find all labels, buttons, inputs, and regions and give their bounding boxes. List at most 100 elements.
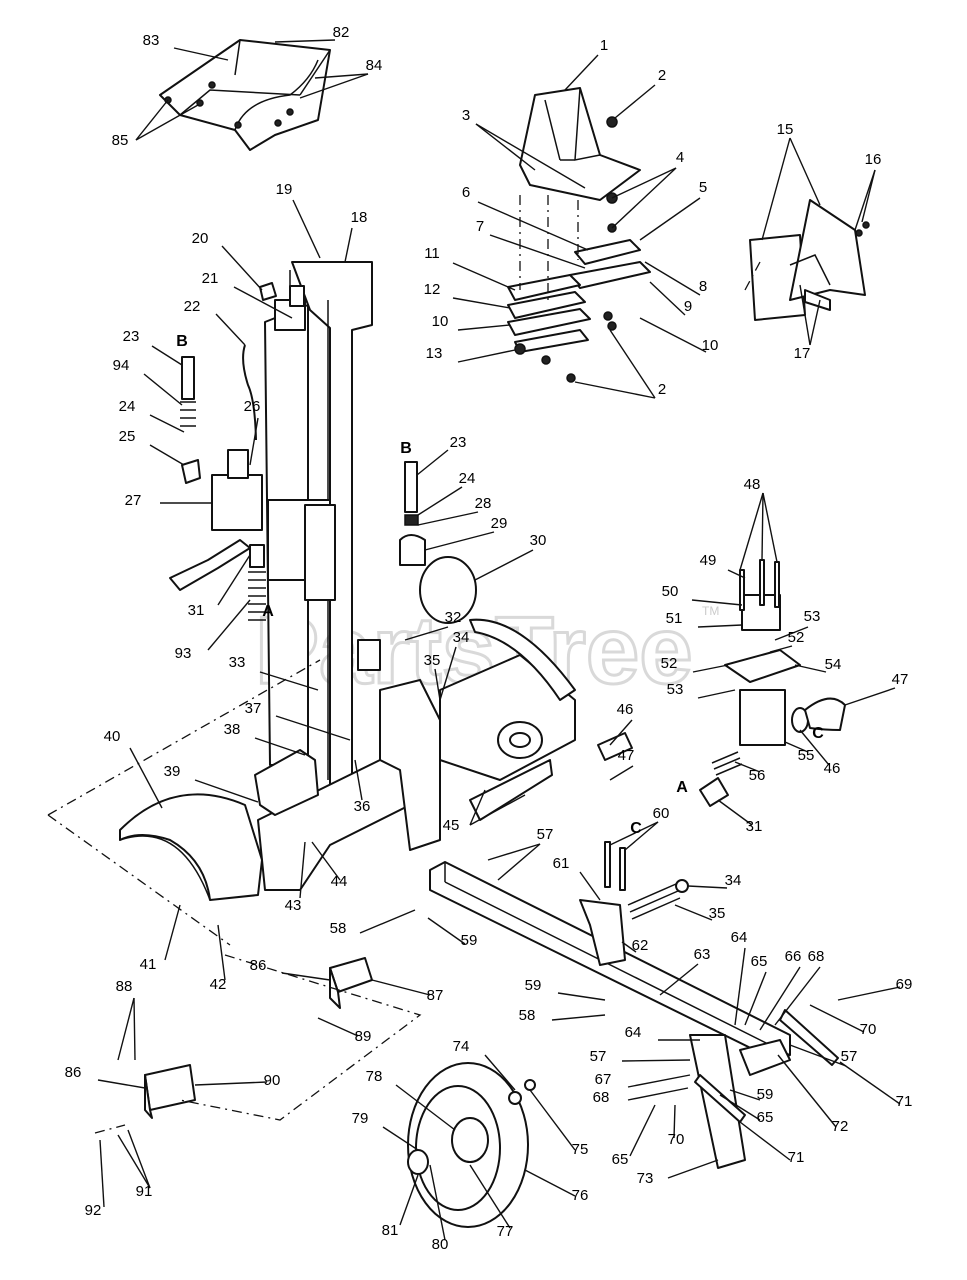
connection-letter-label: A	[262, 603, 274, 620]
part-number-label: 32	[445, 609, 462, 626]
part-number-label: 65	[612, 1151, 629, 1168]
wedge-plates	[507, 192, 651, 383]
part-number-label: 24	[119, 398, 136, 415]
part-number-label: 64	[731, 929, 748, 946]
part-number-label: 74	[453, 1038, 470, 1055]
part-number-label: 35	[424, 652, 441, 669]
connection-letter-label: A	[676, 779, 688, 796]
part-number-label: 11	[424, 245, 440, 262]
part-number-label: 50	[662, 583, 679, 600]
latch-spring	[604, 841, 689, 920]
part-number-label: 58	[330, 920, 347, 937]
part-number-label: 63	[694, 946, 711, 963]
part-number-label: 33	[229, 654, 246, 671]
part-number-label: 65	[751, 953, 768, 970]
part-number-label: 67	[595, 1071, 612, 1088]
part-number-label: 59	[461, 932, 478, 949]
part-number-label: 64	[625, 1024, 642, 1041]
ram-guide	[267, 499, 336, 601]
connection-letter-label: B	[176, 333, 188, 350]
part-number-label: 40	[104, 728, 121, 745]
part-number-label: 91	[136, 1183, 153, 1200]
part-number-label: 16	[865, 151, 882, 168]
part-number-label: 29	[491, 515, 508, 532]
part-number-label: 68	[808, 948, 825, 965]
part-number-label: 57	[841, 1048, 858, 1065]
part-number-label: 60	[653, 805, 670, 822]
part-number-label: 77	[497, 1223, 514, 1240]
part-number-label: 55	[798, 747, 815, 764]
part-number-label: 34	[453, 629, 470, 646]
part-number-label: 54	[825, 656, 842, 673]
part-number-label: 52	[661, 655, 678, 672]
part-number-label: 68	[593, 1089, 610, 1106]
part-number-label: 31	[188, 602, 205, 619]
part-number-label: 76	[572, 1187, 589, 1204]
part-number-label: 90	[264, 1072, 281, 1089]
splitting-wedge	[519, 87, 641, 201]
part-number-label: 27	[125, 492, 142, 509]
part-number-label: 19	[276, 181, 293, 198]
part-number-label: 15	[777, 121, 794, 138]
part-number-label: 8	[699, 278, 707, 295]
part-number-label: 44	[331, 873, 348, 890]
part-number-label: 23	[123, 328, 140, 345]
part-number-label: 86	[250, 957, 267, 974]
part-number-label: 28	[475, 495, 492, 512]
part-number-label: 65	[757, 1109, 774, 1126]
part-number-label: 46	[824, 760, 841, 777]
part-number-label: 62	[632, 937, 649, 954]
part-number-label: 20	[192, 230, 209, 247]
filter-assembly	[399, 461, 477, 624]
hydraulic-hose	[248, 544, 266, 621]
part-number-label: 57	[590, 1048, 607, 1065]
part-number-label: 70	[668, 1131, 685, 1148]
part-number-label: 51	[666, 610, 683, 627]
part-number-label: 10	[432, 313, 449, 330]
part-number-label: 35	[709, 905, 726, 922]
part-number-label: 46	[617, 701, 634, 718]
part-number-label: 23	[450, 434, 467, 451]
part-number-label: 34	[725, 872, 742, 889]
part-number-label: 17	[794, 345, 811, 362]
part-number-label: 43	[285, 897, 302, 914]
part-number-label: 18	[351, 209, 368, 226]
part-number-label: 25	[119, 428, 136, 445]
part-number-label: 41	[140, 956, 157, 973]
part-number-label: 5	[699, 179, 707, 196]
part-number-label: 24	[459, 470, 476, 487]
part-number-label: 87	[427, 987, 444, 1004]
part-number-label: 3	[462, 107, 470, 124]
part-number-label: 59	[757, 1086, 774, 1103]
part-number-label: 61	[553, 855, 570, 872]
connection-letter-label: C	[812, 725, 824, 742]
part-number-label: 2	[658, 67, 666, 84]
part-number-label: 71	[788, 1149, 805, 1166]
part-number-label: 2	[658, 381, 666, 398]
part-number-label: 70	[860, 1021, 877, 1038]
part-number-label: 37	[245, 700, 262, 717]
part-number-label: 57	[537, 826, 554, 843]
part-number-label: 1	[600, 37, 608, 54]
part-number-label: 38	[224, 721, 241, 738]
leader-lines	[97, 39, 901, 1241]
part-number-label: 42	[210, 976, 227, 993]
side-bracket-plates	[749, 199, 870, 321]
part-number-label: 47	[892, 671, 909, 688]
part-number-label: 92	[85, 1202, 102, 1219]
part-number-label: 12	[424, 281, 441, 298]
part-number-label: 36	[354, 798, 371, 815]
tow-tongue	[429, 861, 839, 1169]
part-number-label: 4	[676, 149, 684, 166]
fender	[119, 793, 263, 901]
part-number-label: 30	[530, 532, 547, 549]
part-number-label: 6	[462, 184, 470, 201]
part-number-label: 73	[637, 1170, 654, 1187]
part-number-label: 26	[244, 398, 261, 415]
part-number-label: 53	[667, 681, 684, 698]
part-number-label: 94	[113, 357, 130, 374]
part-number-label: 10	[702, 337, 719, 354]
part-number-label: 9	[684, 298, 692, 315]
part-number-label: 48	[744, 476, 761, 493]
